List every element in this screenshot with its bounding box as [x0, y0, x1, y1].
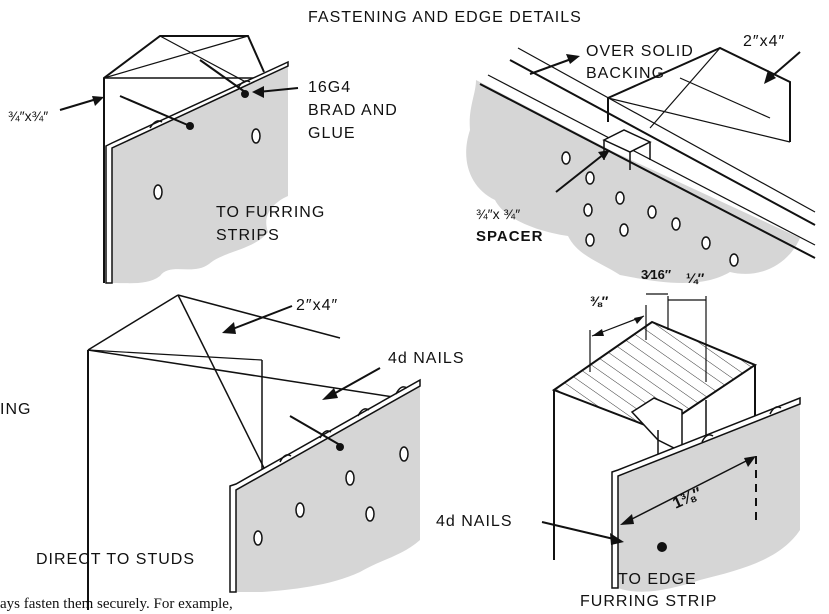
perforation-hole [251, 128, 261, 144]
diagram-title: FASTENING AND EDGE DETAILS [308, 9, 582, 26]
furring-strips-detail [59, 35, 299, 284]
wall-panel [112, 62, 288, 284]
studs-lumber-label: 2″x4″ [296, 297, 339, 314]
edge-nails-label: 4d NAILS [436, 513, 513, 530]
brad-label-line1: 16G4 [308, 79, 352, 96]
studs-caption: DIRECT TO STUDS [36, 551, 196, 568]
edge-caption-line1: TO EDGE [618, 571, 697, 588]
furring-caption-line1: TO FURRING [216, 204, 326, 221]
studs-nails-label: 4d NAILS [388, 350, 465, 367]
furring-caption-line2: STRIPS [216, 227, 280, 244]
studs-partial-text: ING [0, 401, 32, 418]
spacer-label-line1: ¾″x ¾″ [476, 206, 521, 222]
brad-label-line2: BRAD AND [308, 102, 398, 119]
backing-label-line2: BACKING [586, 65, 666, 82]
wall-panel [236, 380, 420, 592]
panel-edge [105, 60, 289, 284]
brad-head [241, 90, 249, 98]
brad-label-line3: GLUE [308, 125, 356, 142]
brad-head [186, 122, 194, 130]
edge-caption-line2: FURRING STRIP [580, 593, 718, 610]
spacer-label-line2: SPACER [476, 228, 544, 245]
body-text-fragment: ays fasten them securely. For example, [0, 596, 233, 612]
nail-head [336, 443, 344, 451]
solid-backing-detail [466, 46, 816, 283]
nail-head [657, 542, 667, 552]
spacer-block [602, 129, 652, 153]
furring-dimension-label: ¾″x¾″ [8, 108, 49, 124]
wall-panel [466, 80, 800, 283]
backing-label-line1: OVER SOLID [586, 43, 694, 60]
dimension-one-quarter: ¼″ [686, 270, 705, 286]
edge-furring-detail [541, 293, 801, 592]
backing-lumber-label: 2″x4″ [743, 33, 786, 50]
perforation-hole [153, 184, 163, 200]
dimension-three-sixteenths: 3⁄16″ [641, 267, 671, 282]
dimension-three-eighths: ⅜″ [590, 293, 609, 309]
studs-detail [87, 294, 421, 610]
